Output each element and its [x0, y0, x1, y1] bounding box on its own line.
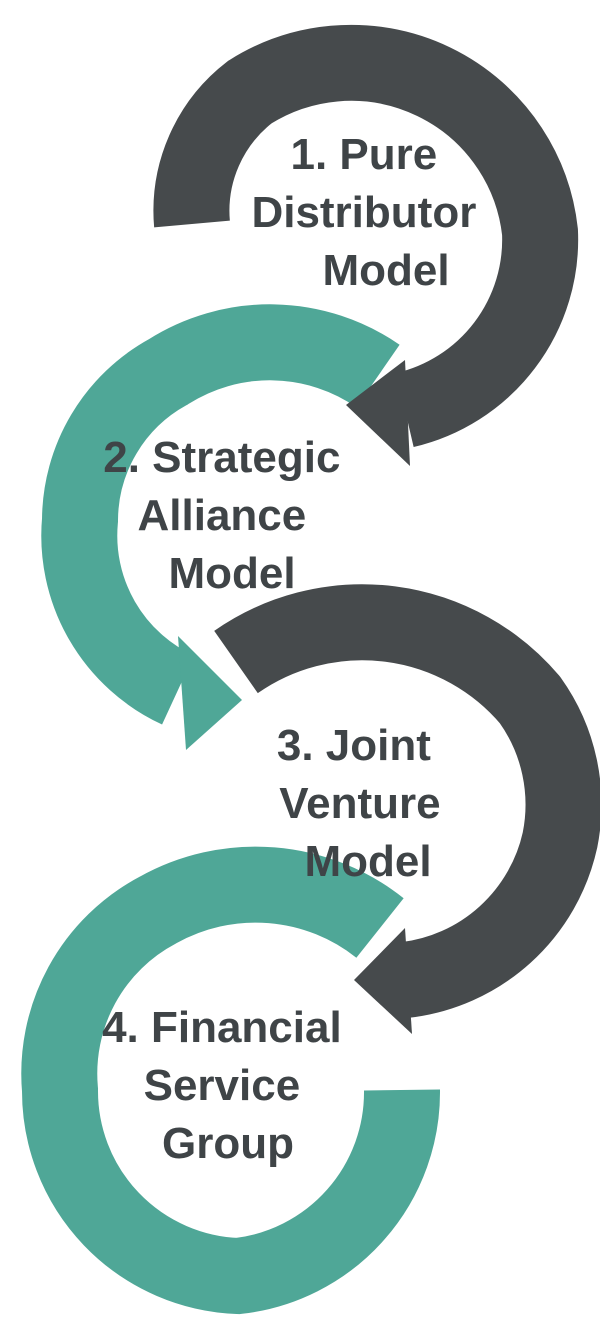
step-3-arrow-head	[354, 928, 412, 1034]
step-1-label-line-2: Distributor	[251, 188, 476, 237]
step-3-label-line-1: 3. Joint	[277, 721, 431, 770]
step-3-label: 3. Joint Venture Model	[277, 721, 453, 886]
step-2-label-line-3: Model	[168, 549, 295, 598]
step-1-label-line-3: Model	[322, 246, 449, 295]
step-1-arrow	[153, 24, 579, 466]
step-3-arrow-band	[214, 584, 600, 1018]
step-3-arrow	[214, 584, 600, 1034]
step-4-label-line-1: 4. Financial	[102, 1003, 342, 1052]
step-4-label-line-3: Group	[162, 1119, 294, 1168]
step-1-label-line-1: 1. Pure	[291, 130, 438, 179]
step-2-label-line-1: 2. Strategic	[103, 433, 340, 482]
step-4-arrow	[21, 846, 441, 1315]
step-4-ring	[21, 846, 441, 1315]
step-2-arrow-band	[41, 304, 400, 725]
step-4-label-line-2: Service	[144, 1061, 301, 1110]
step-2-arrow-head	[178, 636, 242, 750]
step-2-label: 2. Strategic Alliance Model	[103, 433, 352, 598]
step-3-label-line-3: Model	[304, 837, 431, 886]
step-4-label: 4. Financial Service Group	[102, 1003, 354, 1168]
step-3-label-line-2: Venture	[279, 779, 440, 828]
step-1-arrow-head	[346, 360, 410, 466]
step-2-arrow	[41, 304, 400, 750]
step-1-label: 1. Pure Distributor Model	[251, 130, 488, 295]
step-2-label-line-2: Alliance	[138, 491, 307, 540]
step-1-arrow-band	[153, 24, 579, 447]
